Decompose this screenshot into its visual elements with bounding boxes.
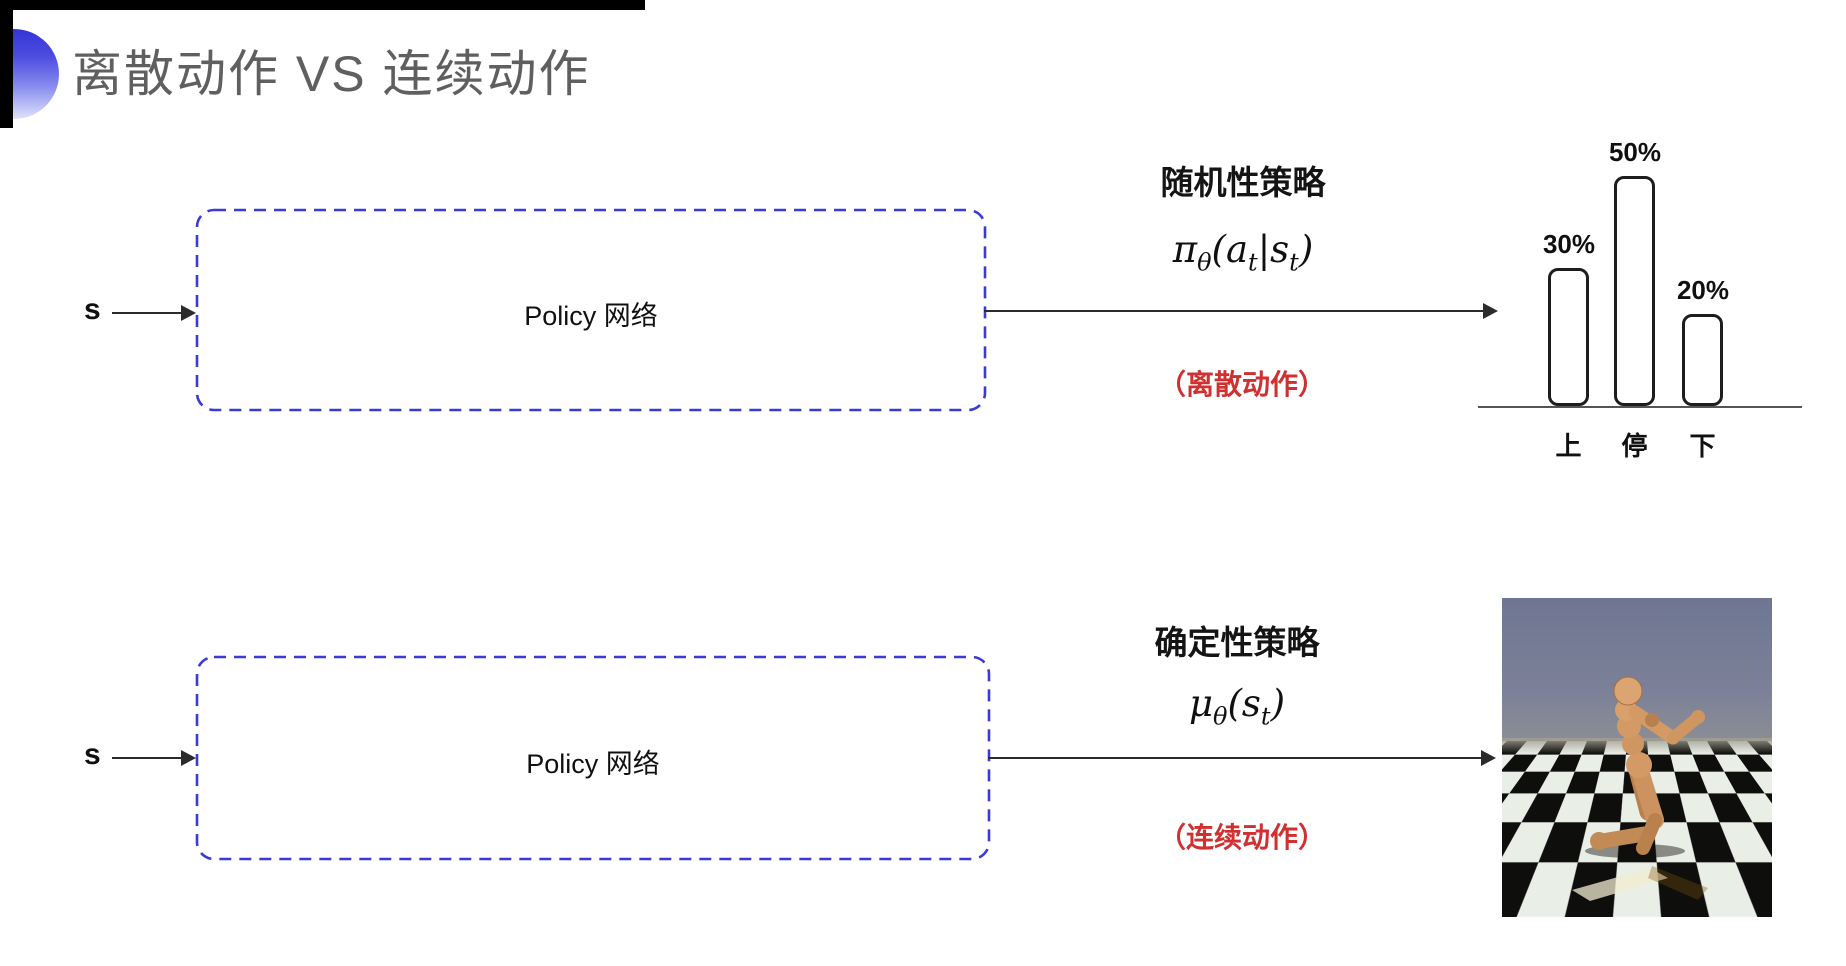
policy-type-title-stochastic: 随机性策略 <box>1160 164 1326 201</box>
blue-circle-icon <box>13 29 59 119</box>
bar-value-label: 30% <box>1542 229 1596 259</box>
letterbox-top <box>0 0 645 10</box>
policy-box-label: Policy 网络 <box>526 749 660 779</box>
chart-baseline <box>1478 406 1802 408</box>
bar-value-label: 20% <box>1676 275 1730 305</box>
output-arrow-discrete <box>984 303 1498 319</box>
probability-bar-chart: 30% 50% 20% 上 停 下 <box>1478 78 1810 461</box>
bar-category-label: 下 <box>1689 431 1716 461</box>
input-arrow <box>112 750 196 766</box>
policy-formula-stochastic: πθ(at|st) <box>1172 228 1314 277</box>
policy-type-title-deterministic: 确定性策略 <box>1154 624 1320 661</box>
bar-category-label: 停 <box>1621 431 1648 461</box>
bar-category-label: 上 <box>1555 431 1582 461</box>
title-bullet-icon <box>13 28 65 120</box>
bar <box>1548 268 1589 406</box>
output-arrow-continuous <box>988 750 1496 766</box>
action-type-label-discrete: （离散动作） <box>1157 369 1326 400</box>
input-arrow <box>112 305 196 321</box>
input-state-label: s <box>84 293 101 326</box>
action-type-label-continuous: （连续动作） <box>1157 822 1326 853</box>
letterbox-left <box>0 0 13 128</box>
page-title: 离散动作 VS 连续动作 <box>72 46 591 102</box>
bar <box>1682 314 1723 406</box>
humanoid-simulation-image <box>1502 598 1772 917</box>
bar-value-label: 50% <box>1608 137 1662 167</box>
policy-box-label: Policy 网络 <box>524 301 658 331</box>
humanoid-figure <box>1572 676 1708 901</box>
bar <box>1614 176 1655 406</box>
policy-formula-deterministic: μθ(st) <box>1188 682 1286 731</box>
input-state-label: s <box>84 738 101 771</box>
